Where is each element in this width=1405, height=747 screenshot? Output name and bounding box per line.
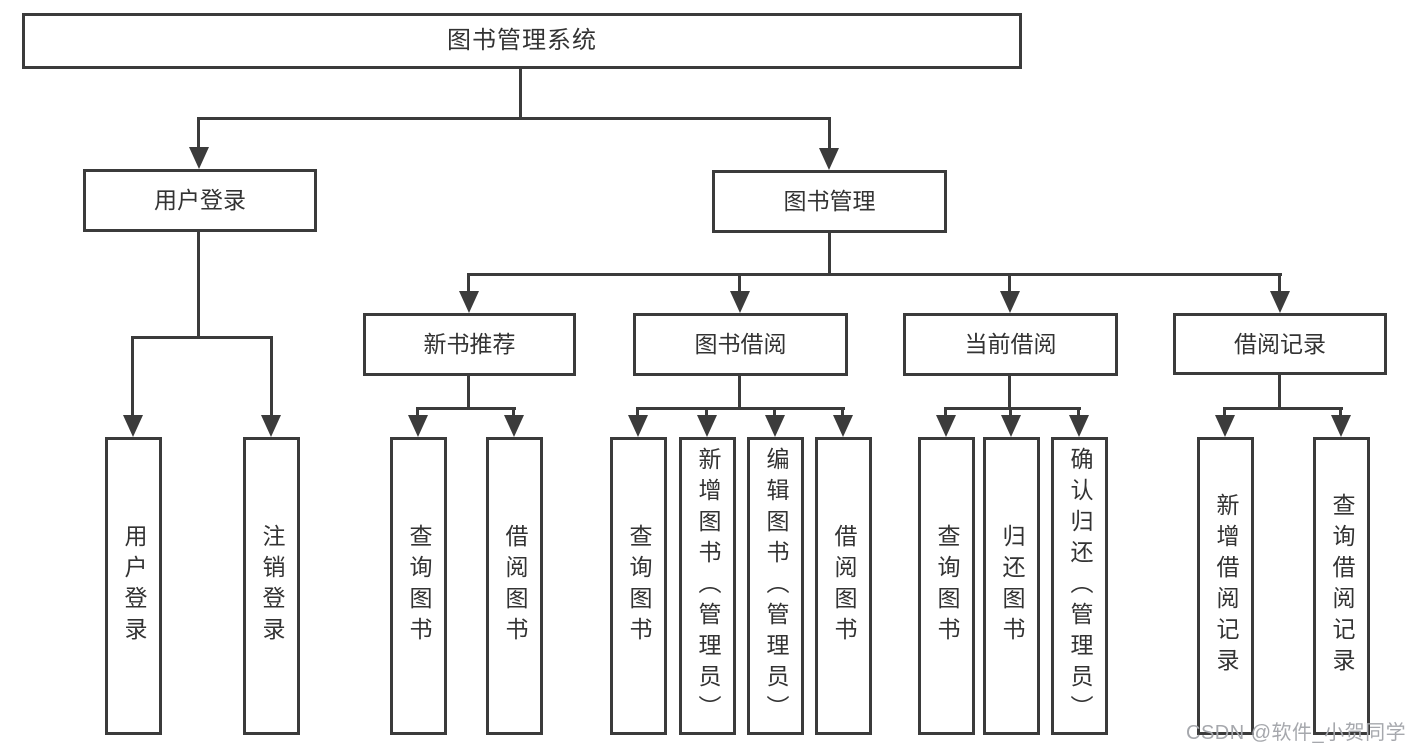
arrow-down-icon <box>936 415 956 437</box>
connector <box>705 407 708 415</box>
arrow-down-icon <box>628 415 648 437</box>
arrow-down-icon <box>1331 415 1351 437</box>
connector <box>1077 407 1080 415</box>
leaf-query-books: 查询图书 <box>918 437 975 735</box>
leaf-confirm-return-admin: 确认归还（管理员） <box>1051 437 1108 735</box>
arrow-down-icon <box>833 415 853 437</box>
leaf-add-books-admin: 新增图书（管理员） <box>679 437 736 735</box>
connector <box>131 336 134 415</box>
leaf-user-login: 用户登录 <box>105 437 162 735</box>
arrow-down-icon <box>261 415 281 437</box>
arrow-down-icon <box>123 415 143 437</box>
node-book-borrow: 图书借阅 <box>633 313 848 376</box>
connector <box>1339 407 1342 415</box>
node-borrow-records: 借阅记录 <box>1173 313 1387 375</box>
arrow-down-icon <box>189 147 209 169</box>
connector <box>828 233 831 273</box>
arrow-down-icon <box>697 415 717 437</box>
connector <box>636 407 639 415</box>
arrow-down-icon <box>1001 415 1021 437</box>
connector <box>1278 273 1281 291</box>
connector <box>512 407 515 415</box>
connector <box>738 273 741 291</box>
leaf-edit-books-admin: 编辑图书（管理员） <box>747 437 804 735</box>
arrow-down-icon <box>1069 415 1089 437</box>
leaf-logout: 注销登录 <box>243 437 300 735</box>
node-user-login: 用户登录 <box>83 169 317 232</box>
connector <box>1223 407 1226 415</box>
node-new-book-recommend: 新书推荐 <box>363 313 576 376</box>
arrow-down-icon <box>1000 291 1020 313</box>
arrow-down-icon <box>765 415 785 437</box>
connector <box>1278 375 1281 407</box>
connector <box>416 407 516 410</box>
connector <box>519 69 522 117</box>
arrow-down-icon <box>504 415 524 437</box>
connector <box>944 407 947 415</box>
arrow-down-icon <box>730 291 750 313</box>
arrow-down-icon <box>819 148 839 170</box>
connector <box>636 407 845 410</box>
leaf-borrow-books: 借阅图书 <box>815 437 872 735</box>
leaf-return-books: 归还图书 <box>983 437 1040 735</box>
connector <box>944 407 1081 410</box>
connector <box>270 336 273 415</box>
csdn-watermark: CSDN @软件_小贺同学 <box>1186 722 1405 744</box>
connector <box>467 376 470 407</box>
connector <box>1009 407 1012 415</box>
connector <box>467 273 470 291</box>
arrow-down-icon <box>459 291 479 313</box>
connector <box>841 407 844 415</box>
node-book-management: 图书管理 <box>712 170 947 233</box>
arrow-down-icon <box>408 415 428 437</box>
connector <box>131 336 273 339</box>
connector <box>197 232 200 336</box>
connector <box>1223 407 1343 410</box>
node-current-borrow: 当前借阅 <box>903 313 1118 376</box>
node-root: 图书管理系统 <box>22 13 1022 69</box>
connector <box>197 117 200 148</box>
arrow-down-icon <box>1215 415 1235 437</box>
connector <box>1008 273 1011 291</box>
leaf-query-borrow-record: 查询借阅记录 <box>1313 437 1370 735</box>
connector <box>416 407 419 415</box>
connector <box>1008 376 1011 407</box>
arrow-down-icon <box>1270 291 1290 313</box>
connector <box>738 376 741 407</box>
connector <box>467 273 1282 276</box>
leaf-add-borrow-record: 新增借阅记录 <box>1197 437 1254 735</box>
leaf-query-books: 查询图书 <box>610 437 667 735</box>
leaf-query-books: 查询图书 <box>390 437 447 735</box>
leaf-borrow-books: 借阅图书 <box>486 437 543 735</box>
connector <box>773 407 776 415</box>
connector <box>198 117 831 120</box>
connector <box>828 117 831 148</box>
